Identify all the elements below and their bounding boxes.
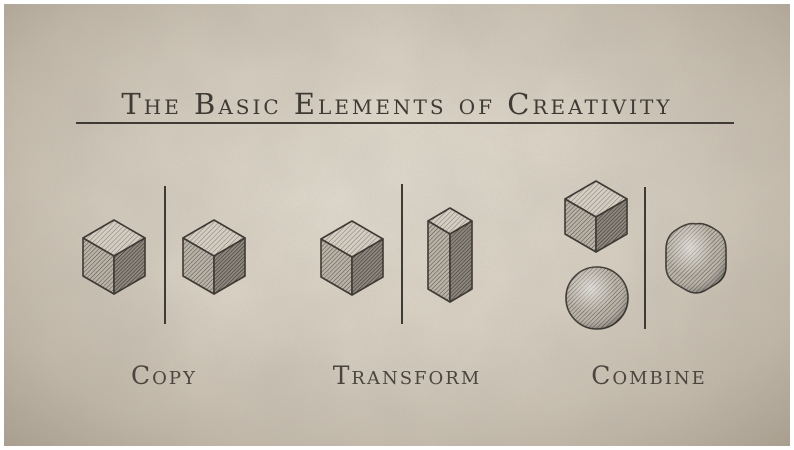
combine-cube-icon (565, 181, 627, 252)
copy-cube-duplicate-icon (183, 220, 245, 294)
label-copy: Copy (104, 361, 224, 390)
copy-cube-original-icon (83, 220, 145, 294)
parchment-background: The Basic Elements of Creativity (4, 4, 790, 446)
transform-cube-icon (321, 221, 383, 295)
combine-sphere-icon (566, 267, 628, 329)
label-transform: Transform (292, 361, 522, 390)
label-combine: Combine (559, 361, 739, 390)
combine-rounded-cube-icon (666, 224, 726, 293)
transform-tall-prism-icon (428, 208, 472, 302)
